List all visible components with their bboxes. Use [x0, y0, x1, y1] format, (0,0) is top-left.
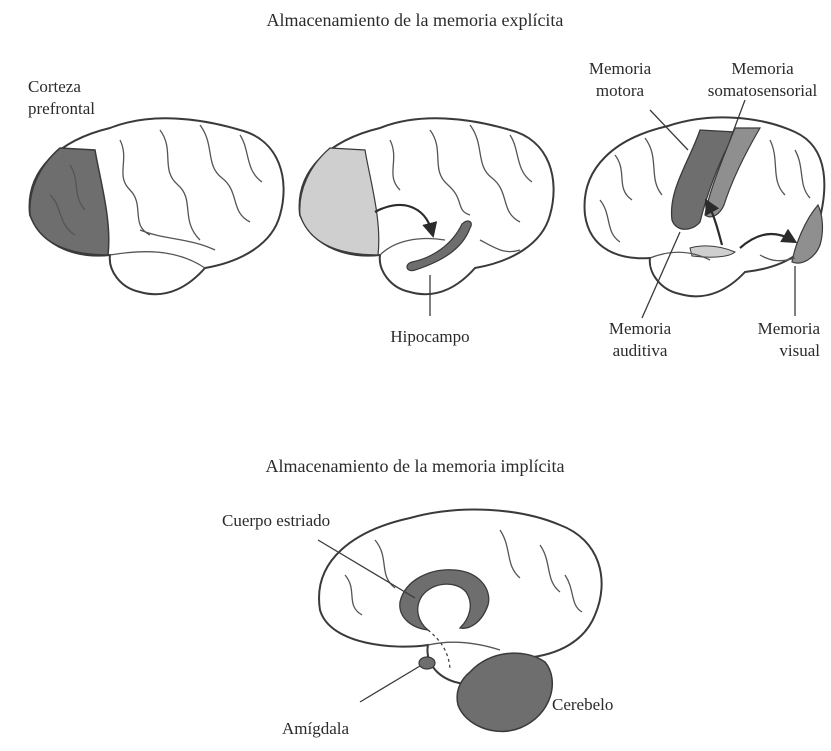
prefrontal-cortex-region — [30, 148, 109, 255]
label-motor-line1: Memoria — [565, 58, 675, 79]
label-prefrontal-line1: Corteza — [28, 76, 81, 97]
label-somato-line2: somatosensorial — [700, 80, 825, 101]
label-visual-line2: visual — [720, 340, 820, 361]
label-striatum: Cuerpo estriado — [222, 510, 330, 531]
brain-2-prefrontal-shade — [300, 148, 379, 255]
label-auditory-line1: Memoria — [585, 318, 695, 339]
label-somato-line1: Memoria — [700, 58, 825, 79]
label-visual-line1: Memoria — [720, 318, 820, 339]
explicit-memory-heading: Almacenamiento de la memoria explícita — [215, 10, 615, 31]
brain-hippocampus — [300, 118, 554, 316]
label-cerebellum: Cerebelo — [552, 694, 613, 715]
implicit-memory-heading: Almacenamiento de la memoria implícita — [215, 456, 615, 477]
brain-prefrontal — [30, 118, 284, 294]
amygdala-leader — [360, 666, 420, 702]
brain-cortical-areas — [585, 100, 825, 318]
label-auditory-line2: auditiva — [585, 340, 695, 361]
label-amygdala: Amígdala — [282, 718, 349, 739]
label-motor-line2: motora — [565, 80, 675, 101]
brain-4-outline — [319, 510, 602, 685]
label-hippocampus: Hipocampo — [370, 326, 490, 347]
label-prefrontal-line2: prefrontal — [28, 98, 95, 119]
amygdala-region — [419, 657, 435, 669]
